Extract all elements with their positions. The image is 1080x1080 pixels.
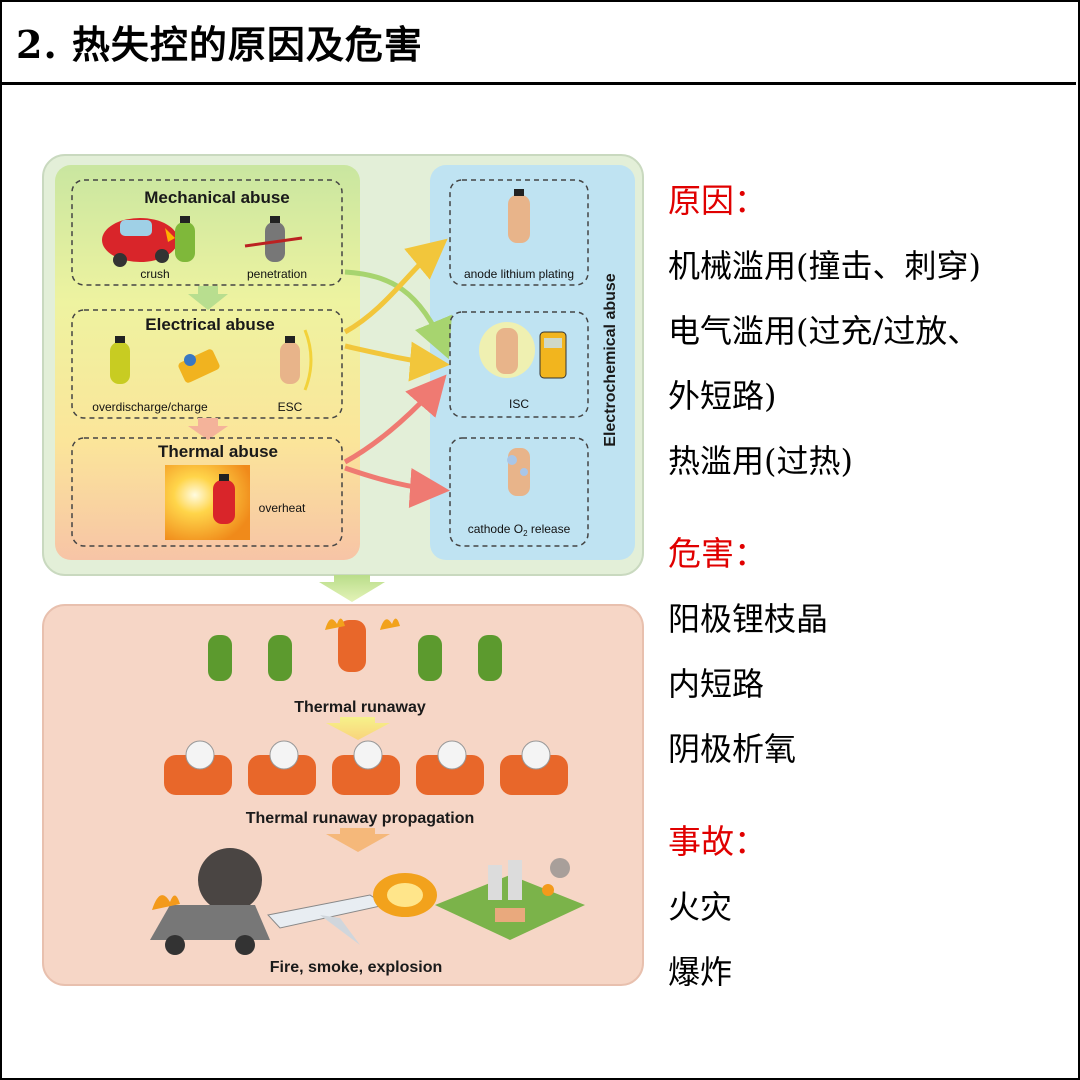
penetration-label: penetration [247, 267, 307, 281]
causes-title: 原因： [668, 178, 1068, 243]
cathode-o2-release-label: cathode O2 release [468, 522, 571, 538]
crush-label: crush [140, 267, 169, 281]
thermal-runaway-label: Thermal runaway [294, 699, 426, 716]
fire-smoke-explosion-label: Fire, smoke, explosion [270, 959, 443, 976]
battery-isc-icon [496, 328, 518, 374]
hazard-item: 阴极析氧 [668, 726, 1068, 791]
diagram: Mechanical abuse crush penetration Elect… [40, 150, 650, 990]
thermal-runaway-propagation-label: Thermal runaway propagation [246, 810, 474, 827]
cause-item: 外短路) [668, 373, 1068, 438]
hazards-title: 危害： [668, 531, 1068, 596]
cause-item: 机械滥用(撞击、刺穿) [668, 243, 1068, 308]
cause-item: 热滥用(过热) [668, 438, 1068, 503]
isc-label: ISC [509, 397, 529, 411]
cause-item: 电气滥用(过充/过放、 [668, 308, 1068, 373]
accident-item: 爆炸 [668, 949, 1068, 1014]
hazard-item: 阳极锂枝晶 [668, 596, 1068, 661]
accident-item: 火灾 [668, 884, 1068, 949]
page-title: 2. 热失控的原因及危害 [16, 14, 423, 69]
battery-burning-icon [338, 620, 366, 672]
esc-label: ESC [278, 400, 303, 414]
accidents-title: 事故： [668, 819, 1068, 884]
mechanical-abuse-label: Mechanical abuse [144, 188, 290, 207]
car-crash-icon [102, 218, 178, 267]
overdischarge-charge-label: overdischarge/charge [92, 400, 208, 414]
down-arrow-main [319, 575, 385, 602]
anode-lithium-plating-label: anode lithium plating [464, 267, 574, 281]
thermal-abuse-label: Thermal abuse [158, 442, 278, 461]
text-panel: 原因： 机械滥用(撞击、刺穿) 电气滥用(过充/过放、 外短路) 热滥用(过热)… [668, 178, 1068, 1014]
title-bar: 2. 热失控的原因及危害 [0, 0, 1076, 85]
sun-heat-icon [165, 465, 250, 540]
hazard-item: 内短路 [668, 661, 1068, 726]
electrical-abuse-label: Electrical abuse [145, 315, 274, 334]
overheat-label: overheat [259, 501, 306, 515]
electrochemical-abuse-label: Electrochemical abuse [602, 273, 619, 447]
battery-plating-icon [508, 195, 530, 243]
